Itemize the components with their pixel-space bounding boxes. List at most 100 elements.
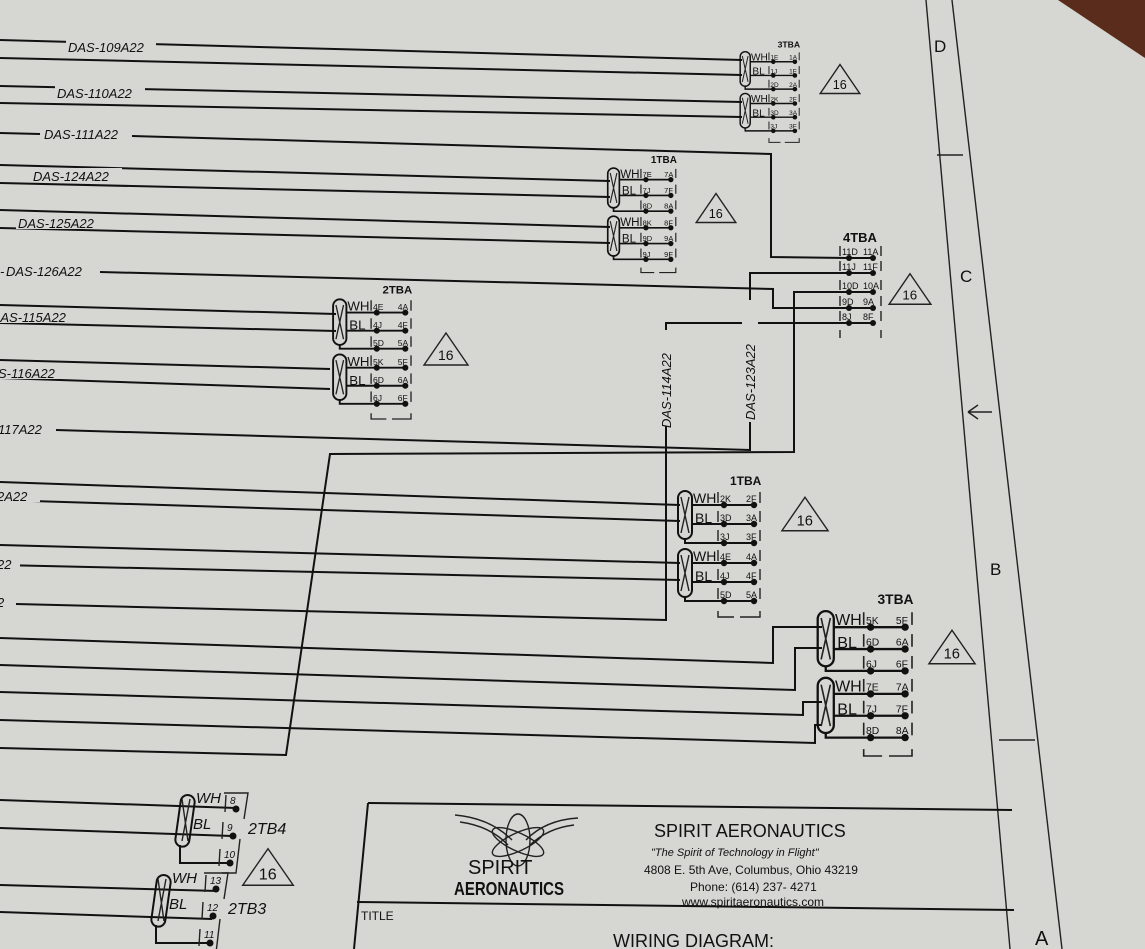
pin-label: 6A: [896, 638, 909, 649]
terminal-dot: [750, 539, 758, 547]
wire-color-white: WH: [835, 611, 862, 629]
shield-icon: [606, 215, 621, 257]
wire-color-white: WH: [620, 168, 639, 181]
note-flag-triangle: 16: [241, 847, 295, 886]
company-website: www.spiritaeronautics.com: [681, 895, 824, 909]
terminal-dot: [866, 712, 875, 720]
pin-label: 2A: [789, 82, 798, 89]
svg-text:AERONAUTICS: AERONAUTICS: [454, 879, 564, 899]
terminal-block-name: 2TB3: [227, 901, 266, 918]
pin-label: 5A: [746, 590, 757, 600]
terminal-dot: [846, 320, 852, 326]
pin-label: 1E: [770, 55, 779, 62]
pin-label: 1A: [789, 55, 798, 62]
triangle-icon: [818, 63, 862, 95]
terminal-block-title: 2TBA: [383, 285, 413, 297]
pin-label: 7F: [896, 704, 908, 715]
pin-label: 3A: [746, 513, 757, 523]
terminal-dot: [866, 690, 875, 698]
wire-color-blue: BL: [695, 510, 712, 526]
terminal-bar: [198, 928, 201, 947]
terminal-dot: [792, 73, 798, 78]
pin-label: 8D: [866, 726, 879, 737]
drain-wire: [744, 86, 795, 90]
note-flag-number: 16: [902, 288, 917, 303]
terminal-dot: [792, 86, 798, 92]
pin-label: 2F: [746, 494, 757, 504]
shield-cross: [741, 55, 749, 83]
pin-label: 7A: [896, 682, 909, 693]
terminal-dot: [373, 400, 380, 407]
block-bracket: [717, 611, 761, 618]
wire-color-blue: BL: [193, 816, 211, 833]
spirit-aeronautics-logo: SPIRIT AERONAUTICS: [454, 813, 579, 899]
wire-color-blue: BL: [622, 185, 637, 198]
pin-label: 6F: [398, 393, 408, 403]
terminal-dot: [866, 623, 875, 631]
wire-color-white: WH: [693, 548, 716, 564]
note-flag-triangle: 16: [694, 192, 738, 224]
wire-color-white: WH: [751, 94, 768, 105]
zone-label-a: A: [1035, 928, 1049, 949]
block-bracket: [204, 872, 229, 949]
terminal-dot: [373, 345, 380, 352]
note-flag-triangle: 16: [887, 272, 933, 305]
pin-label: 4F: [746, 571, 757, 581]
company-name: SPIRIT AERONAUTICS: [654, 821, 846, 841]
pin-label: 5D: [373, 338, 384, 348]
terminal-dot: [792, 101, 798, 106]
terminal-dot: [770, 114, 776, 120]
note-flag-number: 16: [797, 514, 813, 530]
wire-color-blue: BL: [622, 233, 637, 246]
pin-label: 4E: [373, 302, 384, 312]
pin-label: 7A: [664, 170, 673, 179]
wire-label: 2A22: [0, 489, 28, 504]
wire-label: DAS-114A22: [659, 352, 674, 428]
terminal-dot: [901, 645, 909, 653]
pin-label: 6F: [896, 659, 908, 670]
note-flag-triangle: 16: [422, 331, 470, 366]
terminal-dot: [866, 645, 875, 653]
terminal-dot: [668, 240, 674, 247]
terminal-dot: [373, 309, 380, 316]
block-bracket: [370, 413, 412, 420]
pin-label: 3J: [720, 532, 730, 542]
company-tagline: "The Spirit of Technology in Flight": [651, 847, 820, 859]
triangle-icon: [927, 629, 977, 665]
wire-label: DAS-111A22: [44, 127, 119, 142]
company-address: 4808 E. 5th Ave, Columbus, Ohio 43219: [644, 863, 858, 877]
wire-color-blue: BL: [349, 373, 365, 388]
drain-wire: [824, 666, 906, 673]
pin-label: 11D: [842, 247, 858, 257]
pin-label: 8A: [664, 202, 673, 211]
wire-label: 117A22: [0, 422, 43, 437]
terminal-dot: [668, 208, 674, 214]
terminal-dot: [770, 128, 776, 134]
wire-color-white: WH: [835, 678, 862, 696]
pin-label: 2K: [770, 96, 779, 103]
terminal-block-title: 1TBA: [651, 155, 677, 166]
terminal-block-title: 4TBA: [843, 230, 878, 245]
drain-wire: [179, 845, 228, 864]
block-bracket: [839, 330, 882, 338]
zone-label-d: D: [934, 37, 946, 56]
pin-label: 8K: [643, 218, 652, 227]
terminal-dot: [870, 305, 876, 311]
terminal-block-title: 1TBA: [730, 474, 762, 488]
pin-label: 9A: [863, 297, 874, 307]
terminal-dot: [209, 912, 217, 920]
terminal-dot: [846, 270, 852, 276]
terminal-bar: [204, 874, 207, 893]
terminal-dot: [668, 256, 674, 262]
pin-label: 8D: [643, 202, 653, 211]
shield-cross: [609, 221, 618, 252]
shield-icon: [174, 794, 196, 848]
shield-icon: [332, 353, 348, 401]
wire-color-blue: BL: [752, 108, 765, 119]
terminal-bar: [221, 821, 224, 840]
